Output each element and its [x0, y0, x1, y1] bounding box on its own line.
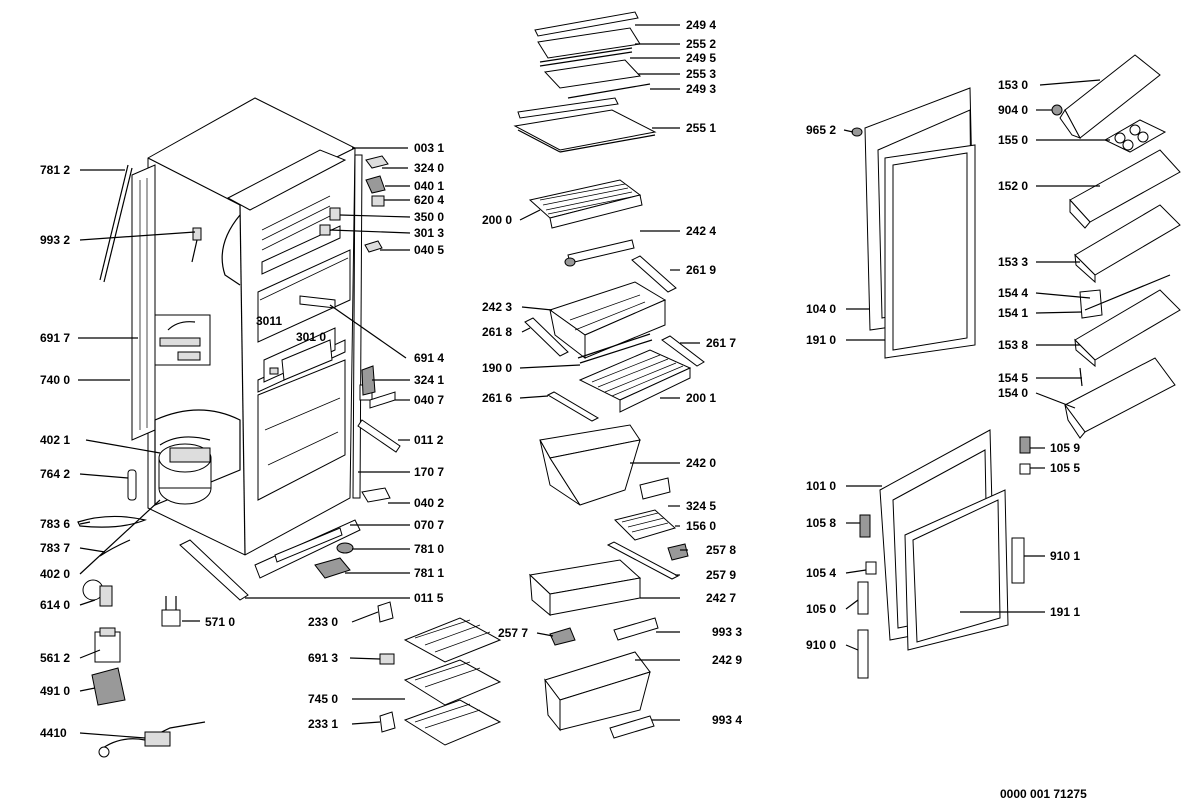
part-label: 249 4	[686, 18, 716, 32]
part-label: 783 6	[40, 517, 70, 531]
part-label: 242 3	[482, 300, 512, 314]
part-label: 156 0	[686, 519, 716, 533]
part-label: 402 0	[40, 567, 70, 581]
part-label: 910 0	[806, 638, 836, 652]
cabinet-fittings	[281, 155, 389, 381]
part-label: 153 0	[998, 78, 1028, 92]
part-label: 402 1	[40, 433, 70, 447]
part-label: 783 7	[40, 541, 70, 555]
part-label: 191 0	[806, 333, 836, 347]
part-label: 040 2	[414, 496, 444, 510]
part-label: 105 0	[806, 602, 836, 616]
part-label: 153 8	[998, 338, 1028, 352]
part-label: 154 0	[998, 386, 1028, 400]
compressor	[158, 436, 212, 505]
part-label: 003 1	[414, 141, 444, 155]
part-label: 153 3	[998, 255, 1028, 269]
part-label: 154 5	[998, 371, 1028, 385]
part-label: 491 0	[40, 684, 70, 698]
part-label: 691 3	[308, 651, 338, 665]
part-label: 070 7	[414, 518, 444, 532]
part-label: 571 0	[205, 615, 235, 629]
part-labels: 781 2 993 2 691 7 740 0 402 1 764 2 783 …	[40, 18, 1080, 740]
part-label: 4410	[40, 726, 67, 740]
part-label: 040 1	[414, 179, 444, 193]
part-label: 257 9	[706, 568, 736, 582]
freezer-wire-baskets	[377, 601, 502, 746]
part-label: 104 0	[806, 302, 836, 316]
part-label: 154 4	[998, 286, 1028, 300]
part-label: 105 9	[1050, 441, 1080, 455]
part-label: 691 7	[40, 331, 70, 345]
part-label: 170 7	[414, 465, 444, 479]
part-label: 691 4	[414, 351, 444, 365]
part-label: 261 6	[482, 391, 512, 405]
part-label: 301 3	[414, 226, 444, 240]
part-label: 242 7	[706, 591, 736, 605]
part-label: 233 1	[308, 717, 338, 731]
part-label: 191 1	[1050, 605, 1080, 619]
part-label: 620 4	[414, 193, 444, 207]
part-label: 105 4	[806, 566, 836, 580]
part-label: 3011	[256, 314, 282, 328]
part-label: 301 0	[296, 330, 326, 344]
part-label: 011 2	[414, 433, 444, 447]
part-label: 764 2	[40, 467, 70, 481]
part-label: 040 7	[414, 393, 444, 407]
part-label: 155 0	[998, 133, 1028, 147]
part-label: 011 5	[414, 591, 444, 605]
diagram-id: 0000 001 71275	[1000, 787, 1087, 801]
freezer-door	[857, 429, 1031, 679]
part-label: 781 0	[414, 542, 444, 556]
part-label: 101 0	[806, 479, 836, 493]
part-label: 257 8	[706, 543, 736, 557]
part-label: 190 0	[482, 361, 512, 375]
part-label: 261 8	[482, 325, 512, 339]
part-label: 993 3	[712, 625, 742, 639]
part-label: 257 7	[498, 626, 528, 640]
part-label: 200 1	[686, 391, 716, 405]
part-label: 561 2	[40, 651, 70, 665]
part-label: 105 5	[1050, 461, 1080, 475]
part-label: 904 0	[998, 103, 1028, 117]
part-label: 154 1	[998, 306, 1028, 320]
part-label: 965 2	[806, 123, 836, 137]
part-label: 324 0	[414, 161, 444, 175]
part-label: 200 0	[482, 213, 512, 227]
part-label: 242 9	[712, 653, 742, 667]
part-label: 350 0	[414, 210, 444, 224]
part-label: 745 0	[308, 692, 338, 706]
part-label: 105 8	[806, 516, 836, 530]
part-label: 993 4	[712, 713, 742, 727]
part-label: 324 5	[686, 499, 716, 513]
fridge-door	[851, 87, 976, 359]
part-label: 261 7	[706, 336, 736, 350]
door-bins	[1051, 54, 1181, 439]
part-label: 740 0	[40, 373, 70, 387]
part-label: 242 4	[686, 224, 716, 238]
part-label: 781 1	[414, 566, 444, 580]
leader-lines	[78, 24, 1110, 739]
part-label: 255 2	[686, 37, 716, 51]
part-label: 242 0	[686, 456, 716, 470]
part-label: 152 0	[998, 179, 1028, 193]
part-label: 255 1	[686, 121, 716, 135]
part-label: 255 3	[686, 67, 716, 81]
part-label: 910 1	[1050, 549, 1080, 563]
bottom-cabinet-parts	[179, 365, 401, 601]
part-label: 614 0	[40, 598, 70, 612]
part-label: 261 9	[686, 263, 716, 277]
left-small-parts	[77, 469, 206, 758]
part-label: 249 5	[686, 51, 716, 65]
fridge-cabinet	[99, 97, 363, 556]
part-label: 233 0	[308, 615, 338, 629]
part-label: 781 2	[40, 163, 70, 177]
part-label: 040 5	[414, 243, 444, 257]
part-label: 324 1	[414, 373, 444, 387]
part-label: 993 2	[40, 233, 70, 247]
shelves-and-drawers	[513, 11, 705, 739]
part-label: 249 3	[686, 82, 716, 96]
